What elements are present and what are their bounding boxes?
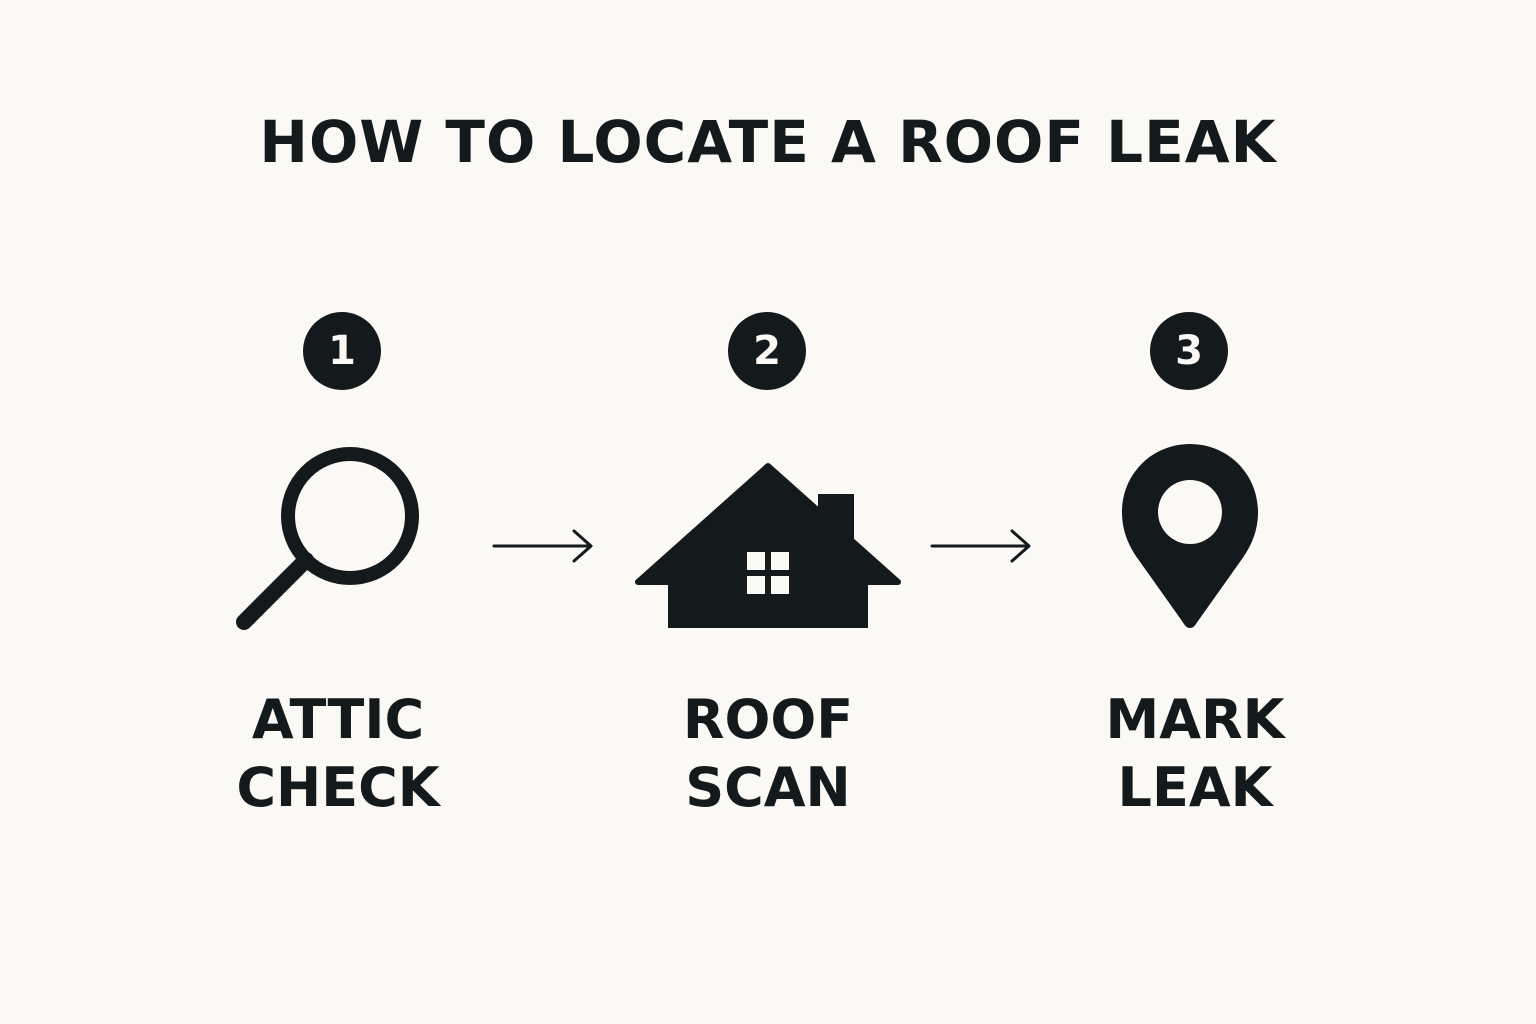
step-label: ROOF SCAN	[608, 686, 928, 822]
step-label-line-1: ROOF	[682, 688, 854, 751]
step-label-line-2: SCAN	[685, 756, 851, 819]
step-label-line-2: LEAK	[1117, 756, 1273, 819]
step-number-badge: 3	[1150, 312, 1228, 390]
step-label-line-1: MARK	[1105, 688, 1285, 751]
magnifying-glass-icon	[236, 447, 419, 630]
step-number-badge: 1	[303, 312, 381, 390]
step-label: ATTIC CHECK	[178, 686, 498, 822]
step-label: MARK LEAK	[1035, 686, 1355, 822]
page-title: HOW TO LOCATE A ROOF LEAK	[259, 108, 1277, 176]
step-label-line-2: CHECK	[236, 756, 440, 819]
house-icon	[635, 463, 901, 628]
step-label-line-1: ATTIC	[251, 688, 425, 751]
arrow-right-icon	[492, 529, 593, 563]
location-pin-icon	[1122, 444, 1258, 628]
arrow-right-icon	[930, 529, 1031, 563]
step-number-badge: 2	[728, 312, 806, 390]
